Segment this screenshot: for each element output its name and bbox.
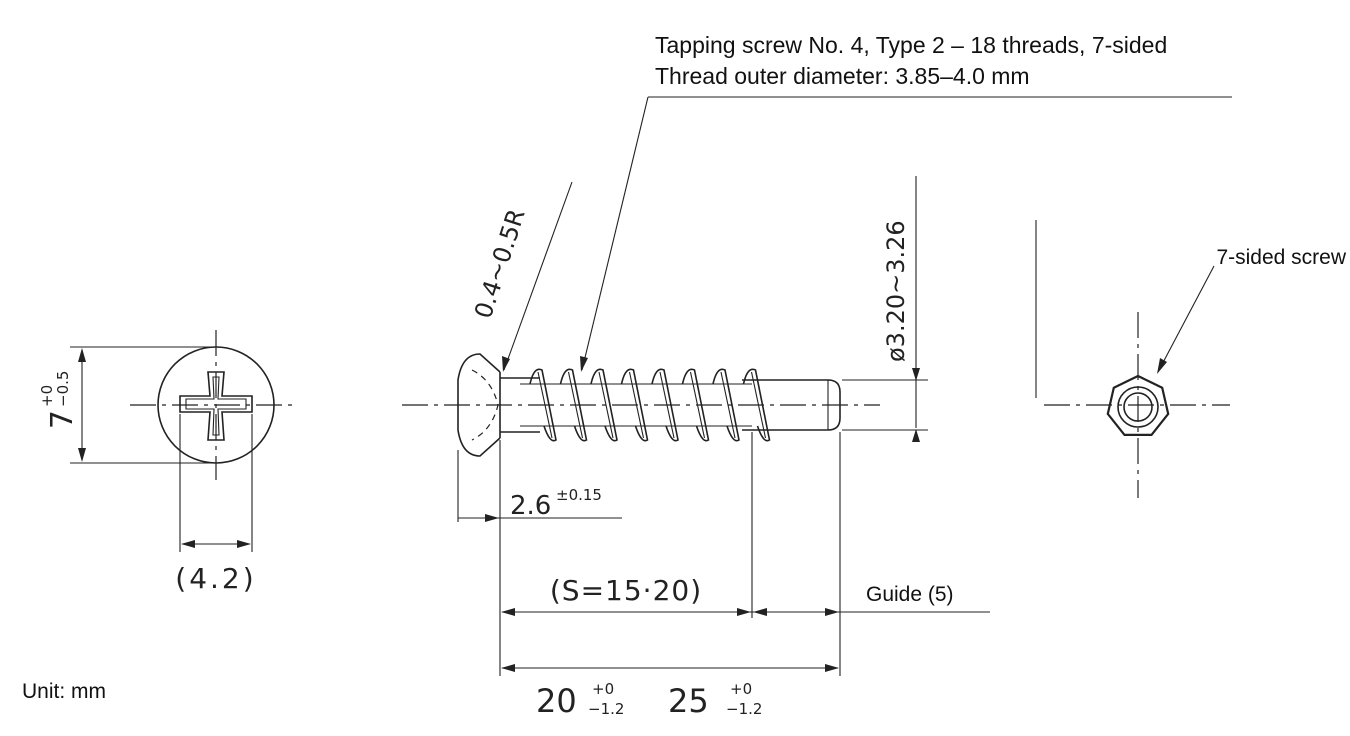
- total-arrow-right: [825, 664, 839, 672]
- radius-leader: [503, 181, 573, 371]
- seven-sided-label: 7-sided screw: [1216, 246, 1346, 269]
- guide-arrow-left: [753, 608, 767, 616]
- thread-flank: [567, 371, 584, 439]
- length-b-tol-upper: +0: [730, 680, 752, 698]
- length-a-tol-lower: −1.2: [588, 700, 624, 718]
- thread-flank: [537, 371, 553, 439]
- tl-arrow-right: [737, 608, 751, 616]
- seven-sided-arrow: [1157, 358, 1167, 374]
- end-outer-circle: [1117, 386, 1159, 428]
- spec-leader-diag: [581, 96, 649, 371]
- thread-flank: [659, 371, 675, 439]
- dia-arrow-bottom: [912, 429, 920, 442]
- length-b-tol-lower: −1.2: [726, 700, 762, 718]
- length-a-label: 20: [536, 682, 577, 720]
- thread-length-label: (S=15·20): [550, 574, 702, 607]
- heptagon-outline-icon: [1106, 374, 1170, 436]
- spec-line-1: Tapping screw No. 4, Type 2 – 18 threads…: [655, 32, 1167, 58]
- length-a-tol-upper: +0: [592, 680, 614, 698]
- thread-crest: [681, 368, 710, 442]
- guide-label: Guide (5): [866, 583, 954, 606]
- radius-label: 0.4~0.5R: [469, 206, 531, 322]
- tl-arrow-left: [501, 608, 515, 616]
- recess-hidden-line: [471, 369, 499, 441]
- head-dia-tol-lower: −0.5: [54, 371, 72, 407]
- guide-arrow-right: [825, 608, 839, 616]
- head-dia-arrow-top: [78, 348, 86, 362]
- neck-lines: [500, 377, 540, 433]
- radius-arrow: [502, 356, 510, 372]
- phillips-recess-inner: [185, 376, 247, 436]
- thread-crest: [620, 368, 649, 442]
- thread-flank: [628, 371, 645, 439]
- dia-arrow-top: [912, 368, 920, 381]
- thread-crest: [712, 368, 740, 442]
- thread-crest: [742, 368, 771, 442]
- slot-arrow-left: [181, 540, 195, 548]
- head-dia-label: 7 +0 −0.5: [38, 371, 80, 430]
- seven-sided-leader: [1157, 265, 1215, 373]
- thread-flank: [750, 371, 767, 439]
- head-dia-value: 7: [45, 410, 80, 429]
- hh-arrow: [485, 514, 499, 522]
- thread-flank: [689, 371, 706, 439]
- spec-line-2: Thread outer diameter: 3.85–4.0 mm: [655, 63, 1030, 89]
- seven-sided-end-view: [1035, 220, 1230, 498]
- thread-crest: [651, 368, 679, 442]
- thread-crest: [559, 368, 588, 442]
- thread-flank: [720, 371, 736, 439]
- guide-pilot-outline: [742, 379, 841, 431]
- head-height-label: 2.6: [510, 491, 551, 521]
- length-b-label: 25: [668, 682, 709, 720]
- head-dia-arrow-bottom: [78, 448, 86, 462]
- spec-arrow: [580, 356, 588, 372]
- thread-section: [529, 368, 771, 442]
- thread-crest: [529, 368, 557, 442]
- head-front-view: [70, 330, 295, 552]
- thread-crest: [590, 368, 618, 442]
- phillips-recess-icon: [179, 371, 253, 441]
- thread-flank: [598, 371, 614, 439]
- pan-head-outline: [457, 353, 501, 457]
- diameter-label: ø3.20~3.26: [882, 220, 910, 362]
- slot-arrow-right: [237, 540, 251, 548]
- end-inner-circle: [1123, 392, 1153, 422]
- head-height-tol: ±0.15: [556, 486, 602, 504]
- unit-label: Unit: mm: [22, 680, 106, 703]
- screw-side-view: [402, 96, 1232, 676]
- slot-width-label: (4.2): [175, 562, 256, 595]
- head-dia-tol-upper: +0: [38, 385, 56, 407]
- total-arrow-left: [501, 664, 515, 672]
